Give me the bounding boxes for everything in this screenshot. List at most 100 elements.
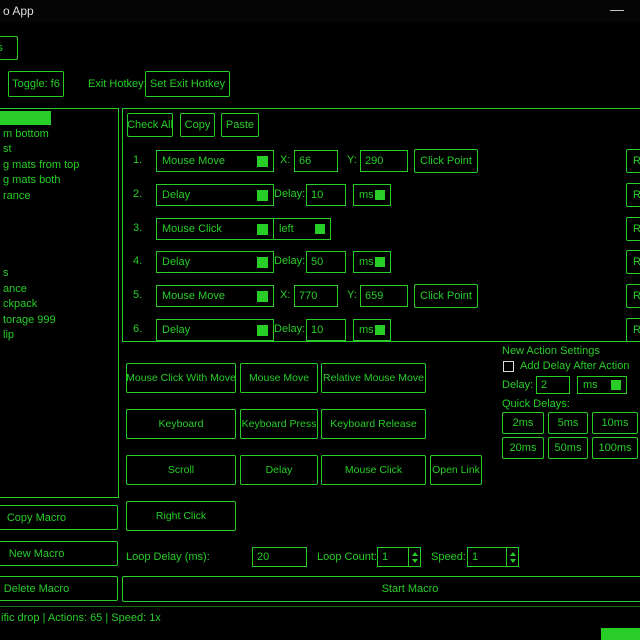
macro-list-item[interactable] [0, 235, 118, 251]
new-action-delay-unit-dropdown[interactable]: ms [577, 376, 627, 394]
macro-list-item[interactable]: lip [3, 329, 15, 341]
title-bar: o App — [0, 0, 640, 22]
set-exit-hotkey-button[interactable]: Set Exit Hotkey [145, 71, 230, 97]
macro-list-item[interactable]: g mats from top [3, 158, 80, 171]
add-keyboard-button[interactable]: Keyboard [126, 409, 236, 439]
mouse-button-dropdown[interactable]: left [273, 218, 331, 240]
delay-value-input[interactable] [306, 184, 346, 206]
macro-list-item[interactable]: torage 999 [3, 313, 56, 326]
remove-action-button[interactable]: R [626, 217, 640, 241]
macro-list-item[interactable] [0, 251, 118, 267]
loop-delay-input[interactable] [252, 547, 307, 567]
action-row-number: 2. [133, 188, 143, 200]
action-row-6: 6. Delay Delay: ms R [123, 318, 640, 341]
new-action-delay-unit-value: ms [583, 379, 598, 391]
action-row-number: 5. [133, 289, 143, 301]
add-delay-after-action-checkbox[interactable] [503, 361, 514, 372]
action-type-dropdown[interactable]: Mouse Click [156, 218, 274, 240]
action-row-4: 4. Delay Delay: ms R [123, 250, 640, 274]
dropdown-indicator-icon [315, 224, 325, 234]
remove-action-button[interactable]: R [626, 250, 640, 274]
delay-value-input[interactable] [306, 319, 346, 341]
copy-actions-button[interactable]: Copy [180, 113, 215, 137]
spinner-down-icon[interactable] [509, 558, 516, 563]
spinner-up-icon[interactable] [509, 551, 516, 556]
quick-delay-20ms-button[interactable]: 20ms [502, 437, 544, 459]
add-delay-button[interactable]: Delay [240, 455, 318, 485]
minimize-button[interactable]: — [610, 1, 624, 17]
add-mouse-move-button[interactable]: Mouse Move [240, 363, 318, 393]
dropdown-indicator-icon [257, 256, 268, 268]
click-point-button[interactable]: Click Point [414, 284, 478, 308]
click-point-button[interactable]: Click Point [414, 149, 478, 173]
action-type-dropdown[interactable]: Mouse Move [156, 150, 274, 172]
add-delay-after-action-label: Add Delay After Action [520, 360, 630, 372]
new-action-delay-input[interactable] [536, 376, 570, 394]
dropdown-indicator-icon [375, 257, 385, 267]
add-open-link-button[interactable]: Open Link [430, 455, 482, 485]
macro-list-item[interactable] [0, 220, 118, 236]
y-coordinate-input[interactable] [360, 150, 408, 172]
add-scroll-button[interactable]: Scroll [126, 455, 236, 485]
y-coordinate-input[interactable] [360, 285, 408, 307]
add-keyboard-release-button[interactable]: Keyboard Release [321, 409, 426, 439]
delay-value-input[interactable] [306, 251, 346, 273]
quick-delay-2ms-button[interactable]: 2ms [502, 412, 544, 434]
y-label: Y: [347, 289, 357, 301]
add-right-click-button[interactable]: Right Click [126, 501, 236, 531]
macro-list-item-selected[interactable] [0, 111, 51, 125]
paste-actions-button[interactable]: Paste [221, 113, 259, 137]
macro-list-item[interactable]: ckpack [3, 298, 38, 310]
spinner-arrows[interactable] [408, 548, 420, 566]
add-keyboard-press-button[interactable]: Keyboard Press [240, 409, 318, 439]
macro-list-item[interactable]: m bottom [3, 127, 49, 140]
x-label: X: [280, 154, 291, 166]
action-type-value: Mouse Move [162, 290, 225, 302]
delete-macro-button[interactable]: Delete Macro [0, 576, 118, 601]
loop-count-spinner[interactable]: 1 [377, 547, 421, 567]
action-type-dropdown[interactable]: Mouse Move [156, 285, 274, 307]
toggle-hotkey-button[interactable]: Toggle: f6 [8, 71, 64, 97]
macro-list-item[interactable]: rance [3, 189, 31, 202]
macro-list: m bottom st g mats from top g mats both … [0, 108, 119, 498]
remove-action-button[interactable]: R [626, 318, 640, 341]
add-mouse-click-button[interactable]: Mouse Click [321, 455, 426, 485]
delay-unit-dropdown[interactable]: ms [353, 251, 391, 273]
new-action-delay-label: Delay: [502, 379, 534, 391]
macro-list-item[interactable]: ance [3, 282, 27, 295]
x-coordinate-input[interactable] [294, 150, 338, 172]
speed-spinner[interactable]: 1 [467, 547, 519, 567]
quick-delay-100ms-button[interactable]: 100ms [592, 437, 638, 459]
macro-list-item[interactable]: s [3, 267, 9, 279]
speed-label: Speed: [431, 551, 466, 563]
dropdown-indicator-icon [375, 325, 385, 335]
spinner-up-icon[interactable] [411, 551, 418, 556]
macro-list-item[interactable] [0, 204, 118, 220]
macro-list-item[interactable]: st [3, 143, 12, 155]
remove-action-button[interactable]: R [626, 183, 640, 207]
remove-action-button[interactable]: R [626, 149, 640, 173]
action-type-dropdown[interactable]: Delay [156, 184, 274, 206]
macro-list-item[interactable]: g mats both [3, 174, 61, 186]
x-coordinate-input[interactable] [294, 285, 338, 307]
quick-delay-50ms-button[interactable]: 50ms [548, 437, 588, 459]
add-mouse-click-with-move-button[interactable]: Mouse Click With Move [126, 363, 236, 393]
spinner-down-icon[interactable] [411, 558, 418, 563]
action-row-number: 1. [133, 154, 143, 166]
start-macro-button[interactable]: Start Macro [122, 576, 640, 602]
copy-macro-button[interactable]: Copy Macro [0, 505, 118, 530]
check-all-button[interactable]: Check All [127, 113, 173, 137]
action-type-dropdown[interactable]: Delay [156, 319, 274, 341]
spinner-arrows[interactable] [506, 548, 518, 566]
quick-delay-5ms-button[interactable]: 5ms [548, 412, 588, 434]
new-macro-button[interactable]: New Macro [0, 541, 118, 566]
quick-delay-10ms-button[interactable]: 10ms [592, 412, 638, 434]
remove-action-button[interactable]: R [626, 284, 640, 308]
loop-count-label: Loop Count: [317, 551, 377, 563]
add-relative-mouse-move-button[interactable]: Relative Mouse Move [321, 363, 426, 393]
delay-unit-dropdown[interactable]: ms [353, 184, 391, 206]
dropdown-indicator-icon [257, 324, 268, 336]
delay-unit-dropdown[interactable]: ms [353, 319, 391, 341]
action-type-dropdown[interactable]: Delay [156, 251, 274, 273]
settings-menu-button[interactable]: ngs [0, 36, 18, 60]
